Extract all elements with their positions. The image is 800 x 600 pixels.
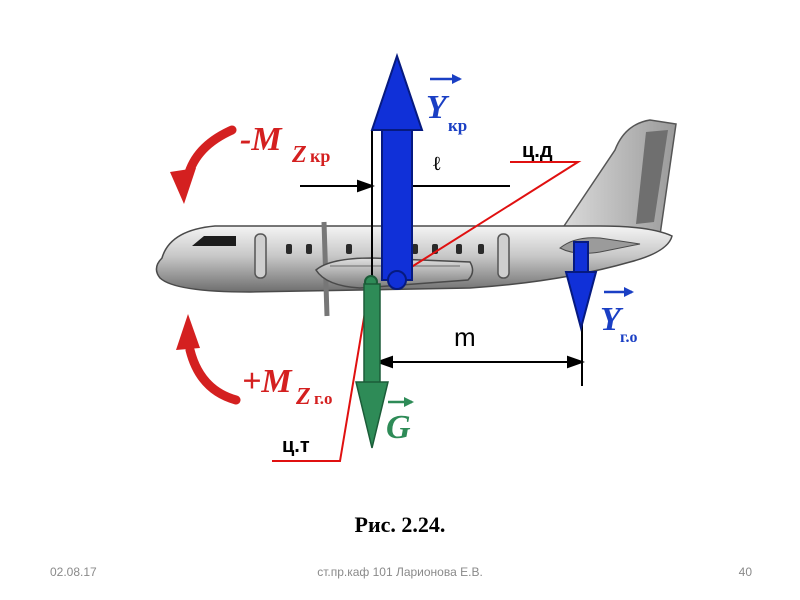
- moment-arrow-tail: [176, 314, 241, 405]
- cockpit-window: [192, 236, 236, 246]
- svg-text:-M: -M: [240, 121, 283, 158]
- leader-lines: [272, 161, 582, 462]
- svg-text:г.о: г.о: [314, 389, 333, 408]
- cabin-windows: [254, 233, 510, 279]
- lift-wing-arrow: [370, 52, 424, 290]
- svg-text:+M: +M: [242, 363, 293, 400]
- label-y-tail: Y г.о: [600, 287, 637, 346]
- footer-page-number: 40: [738, 565, 752, 579]
- arm-m-dimension: [375, 296, 585, 386]
- airplane: [155, 119, 677, 317]
- label-moment-tail: +M Z г.о: [242, 363, 333, 410]
- label-moment-wing: -M Z кр: [240, 121, 330, 168]
- label-center-gravity: ц.т: [282, 435, 310, 457]
- footer-date: 02.08.17: [50, 565, 97, 579]
- label-arm-m: m: [454, 322, 476, 352]
- svg-text:Z: Z: [295, 384, 311, 410]
- svg-text:г.о: г.о: [620, 329, 637, 346]
- lift-tail-arrow: [564, 241, 598, 332]
- label-center-pressure: ц.д: [522, 140, 553, 162]
- svg-text:Y: Y: [426, 89, 450, 126]
- label-arm-l: ℓ: [432, 153, 442, 175]
- svg-text:Y: Y: [600, 301, 624, 338]
- svg-text:G: G: [386, 409, 411, 446]
- footer-author: ст.пр.каф 101 Ларионова Е.В.: [317, 565, 483, 579]
- label-y-wing: Y кр: [426, 74, 467, 135]
- figure-caption: Рис. 2.24.: [354, 512, 446, 537]
- svg-text:Z: Z: [291, 142, 307, 168]
- svg-text:кр: кр: [310, 146, 330, 166]
- label-g: G: [386, 397, 414, 446]
- moment-arrow-wing: [170, 125, 237, 204]
- gravity-arrow: [355, 275, 389, 449]
- svg-text:кр: кр: [448, 116, 467, 135]
